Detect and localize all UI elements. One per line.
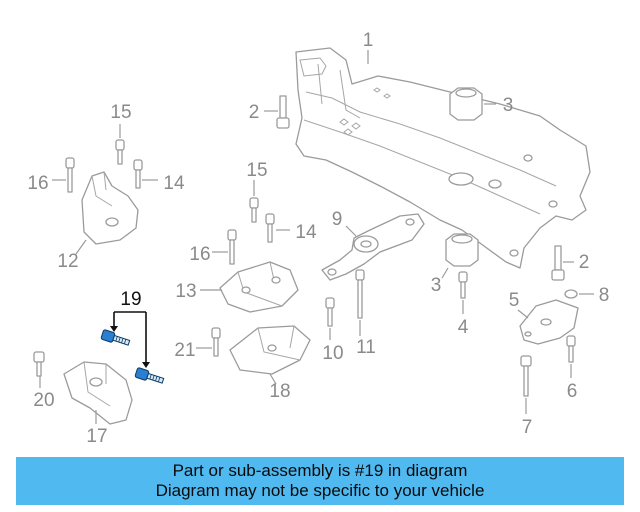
- bolt-part-21: [196, 327, 221, 357]
- bolt-part-2-lower: [551, 245, 574, 281]
- callout-2-upper: 2: [249, 102, 260, 123]
- callout-10: 10: [322, 343, 343, 364]
- callout-11: 11: [356, 337, 376, 358]
- bolt-part-14-right: [265, 213, 290, 243]
- bolt-part-16-left: [52, 157, 75, 193]
- mount-bracket-part-17: [63, 361, 133, 425]
- washer-part-8: [564, 289, 594, 299]
- callout-2-lower: 2: [579, 252, 590, 273]
- callout-1: 1: [363, 30, 374, 51]
- parts-diagram: 1 2 2 3 3 4 5 6 7 8 9 10 11 12 13 14 14 …: [27, 30, 610, 447]
- callout-12: 12: [57, 251, 78, 272]
- callout-8: 8: [599, 285, 610, 306]
- callout-7: 7: [522, 417, 533, 438]
- mount-bracket-part-13: [200, 261, 299, 313]
- info-banner: Part or sub-assembly is #19 in diagram D…: [16, 457, 624, 505]
- callout-6: 6: [567, 381, 578, 402]
- bolt-part-10: [325, 297, 335, 340]
- callout-3-upper: 3: [503, 95, 514, 116]
- torque-rod-part-9: [321, 213, 425, 281]
- bolt-part-2-upper: [264, 95, 290, 129]
- callout-9: 9: [332, 209, 343, 230]
- bolt-part-20: [33, 351, 45, 388]
- callout-21: 21: [174, 340, 195, 361]
- bolt-part-19-lower: [134, 367, 165, 384]
- mount-bracket-part-5: [517, 299, 579, 345]
- banner-line-2: Diagram may not be specific to your vehi…: [155, 481, 485, 500]
- callout-16-left: 16: [27, 173, 48, 194]
- mount-bushing-part-3-lower: [441, 233, 479, 279]
- callout-15-left: 15: [110, 102, 131, 123]
- callout-19: 19: [120, 289, 141, 310]
- bolt-part-15-left: [115, 124, 125, 165]
- bolt-part-16-right: [212, 229, 237, 265]
- callout-14-left: 14: [163, 173, 185, 194]
- bolt-part-19-upper: [100, 329, 131, 346]
- banner-line-1: Part or sub-assembly is #19 in diagram: [172, 461, 468, 480]
- callout-3-lower: 3: [431, 275, 442, 296]
- callout-19-leader: [110, 311, 150, 368]
- mount-bushing-part-3-upper: [449, 87, 496, 121]
- mount-bracket-part-12: [75, 171, 139, 255]
- bolt-part-6: [566, 335, 576, 378]
- callout-18: 18: [269, 381, 290, 402]
- bolt-part-4: [458, 271, 468, 314]
- callout-16-right: 16: [189, 244, 210, 265]
- callout-20: 20: [33, 390, 54, 411]
- subframe-part-1: [295, 47, 591, 269]
- callout-4: 4: [458, 317, 469, 338]
- bolt-part-14-left: [133, 159, 158, 189]
- bolt-part-15-right: [249, 180, 259, 223]
- callout-17: 17: [86, 426, 107, 447]
- bolt-part-11: [355, 269, 365, 336]
- callout-15-right: 15: [246, 160, 267, 181]
- callout-13: 13: [175, 281, 196, 302]
- bolt-part-7: [520, 355, 532, 414]
- callout-14-right: 14: [295, 222, 317, 243]
- callout-5: 5: [509, 290, 520, 311]
- mount-bracket-part-18: [229, 325, 311, 385]
